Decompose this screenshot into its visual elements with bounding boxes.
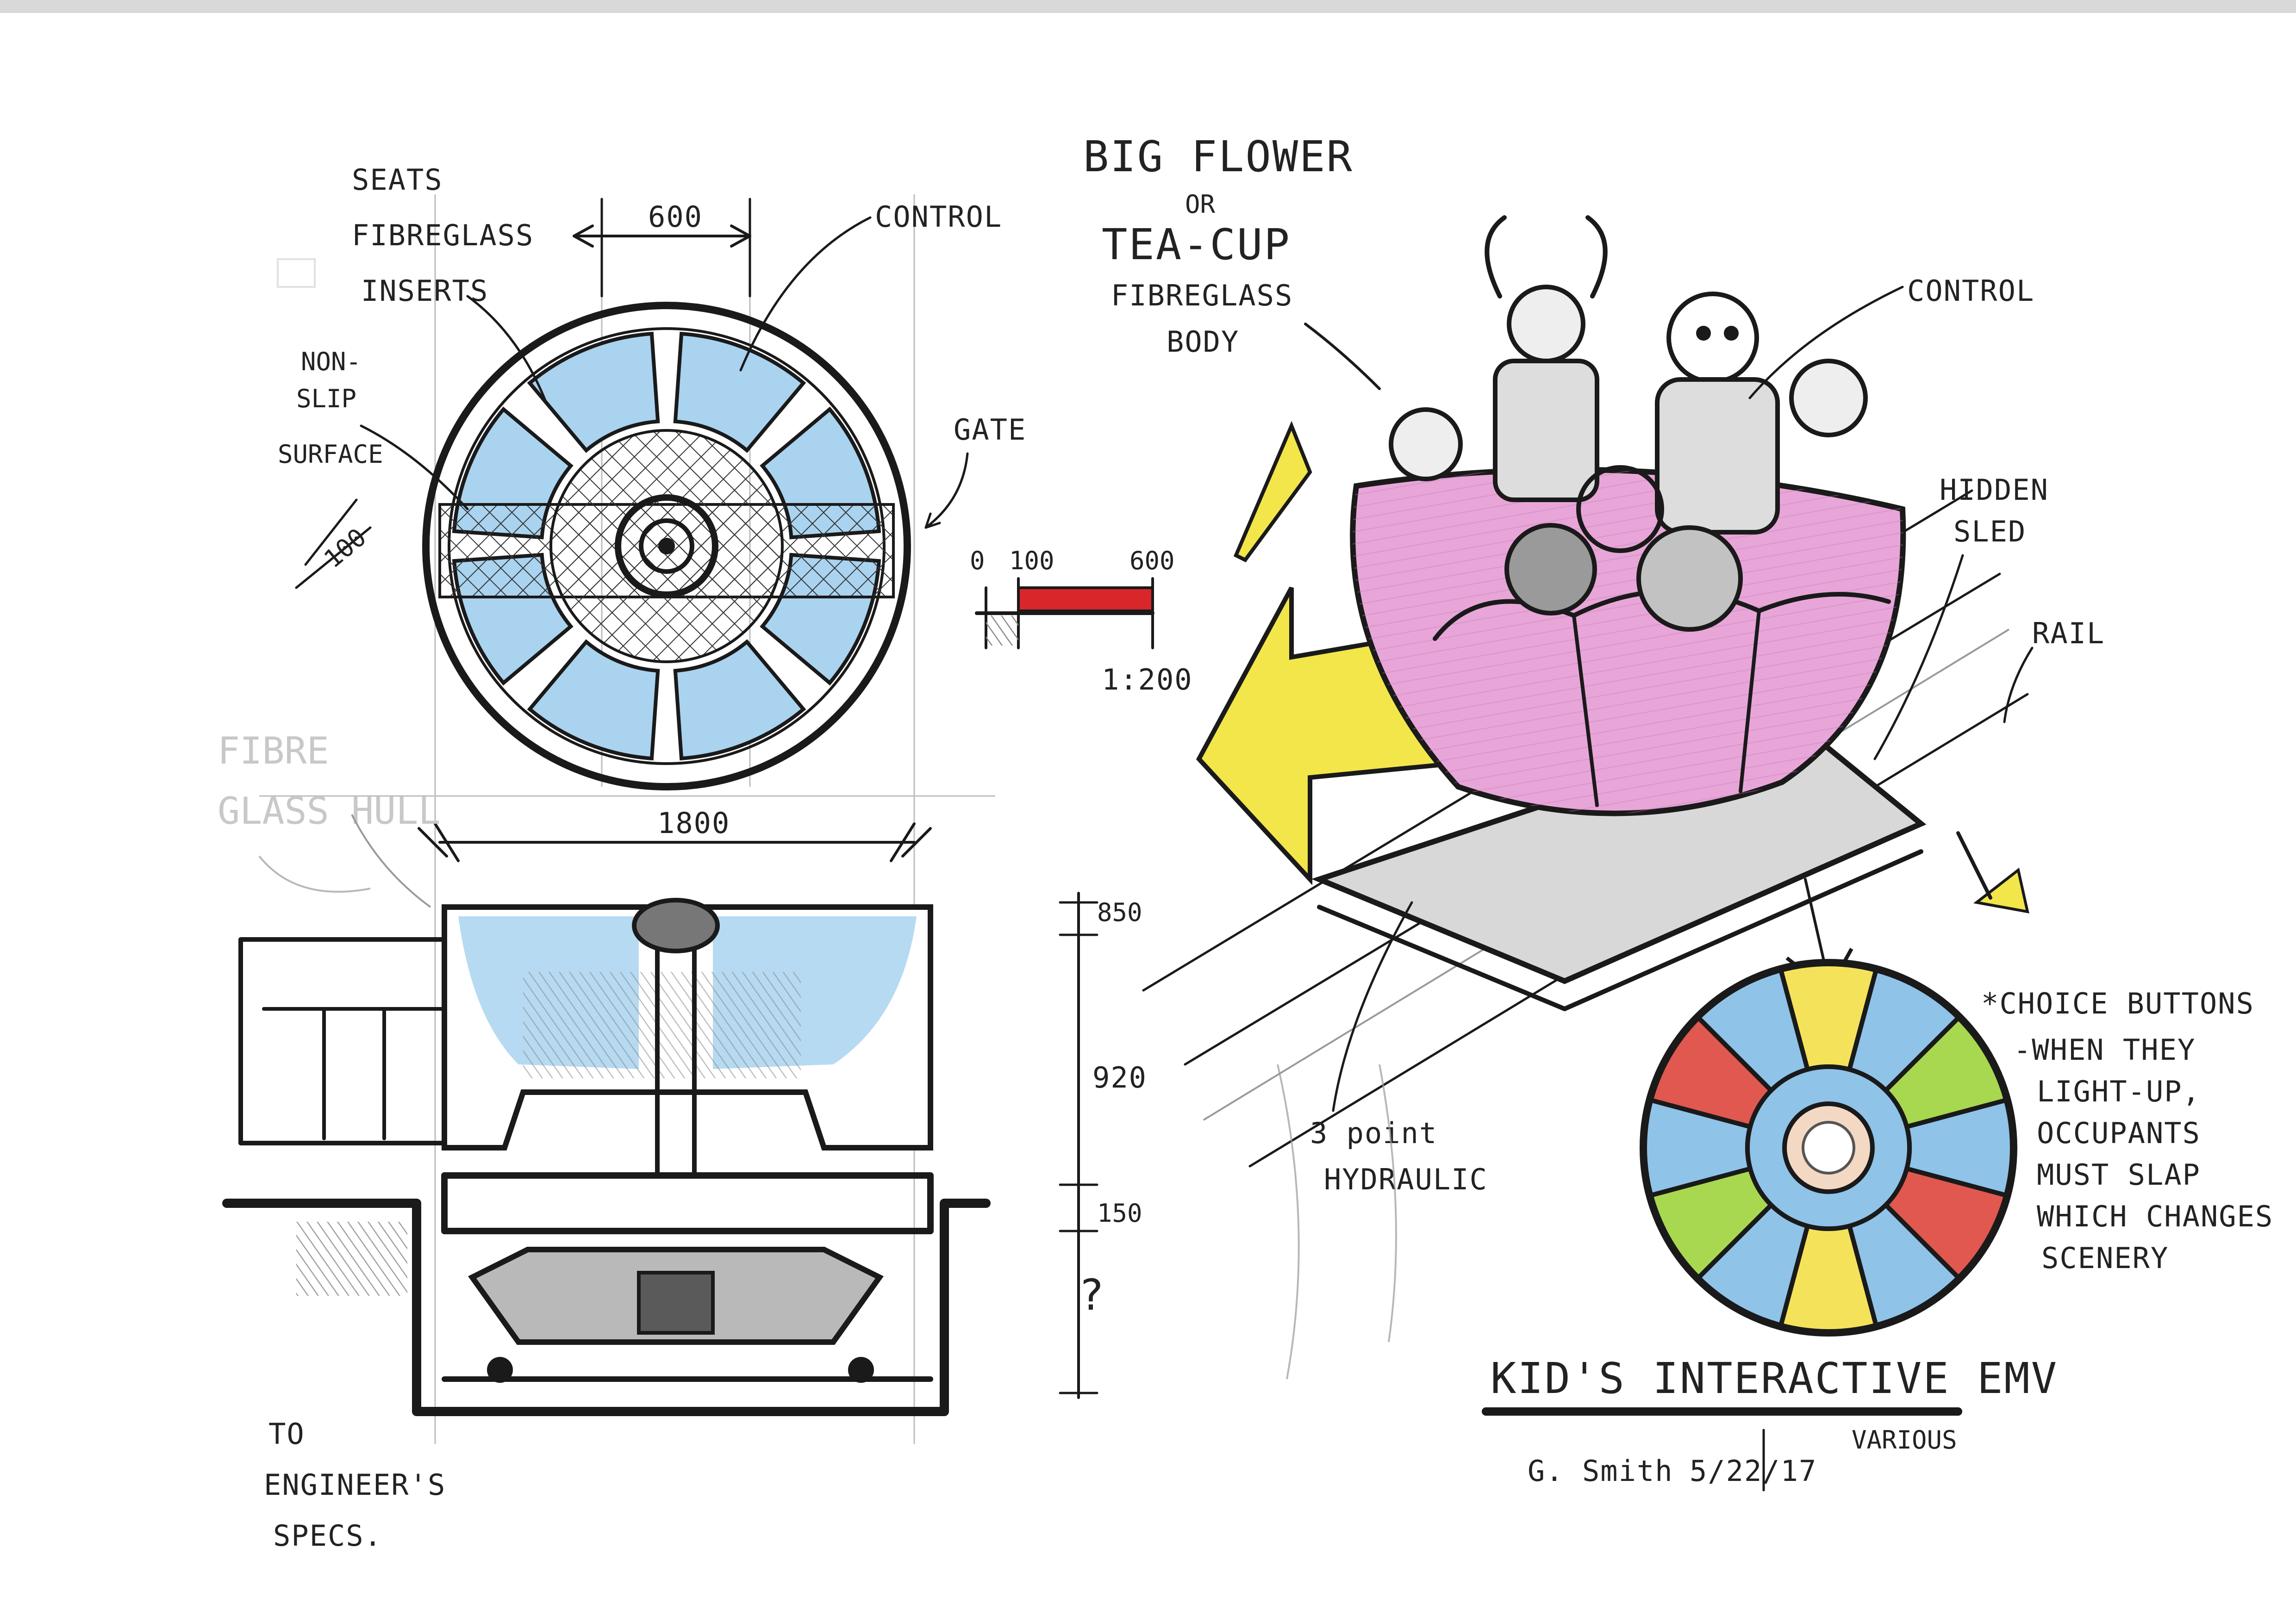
title-block: KID'S INTERACTIVE EMV G. Smith 5/22/17 V…: [1482, 1354, 2058, 1492]
perspective-title-4: FIBREGLASS: [1111, 279, 1293, 312]
choice-note-4: OCCUPANTS: [2037, 1116, 2201, 1150]
gate-label: GATE: [954, 413, 1026, 447]
hydraulic-label-2: HYDRAULIC: [1324, 1163, 1488, 1196]
hidden-sled-label-2: SLED: [1953, 515, 2026, 548]
plan-seat-6: [527, 639, 660, 761]
hidden-sled-label-1: HIDDEN: [1940, 473, 2049, 507]
direction-arrow-up: [1233, 421, 1312, 563]
hydraulic-label-1: 3 point: [1310, 1116, 1437, 1150]
plan-dim-width: 600: [648, 200, 703, 234]
rail-label: RAIL: [2032, 616, 2105, 650]
seats-label-1: SEATS: [352, 163, 443, 197]
plan-dim-side: 100: [318, 522, 372, 574]
non-slip-label-3: SURFACE: [278, 440, 383, 469]
perspective-title-5: BODY: [1167, 325, 1239, 359]
riders: [1389, 215, 1868, 632]
non-slip-label-1: NON-: [301, 347, 361, 376]
plan-control-label: CONTROL: [875, 200, 1002, 234]
perspective-title-1: BIG FLOWER: [1083, 132, 1354, 181]
plan-view: 600 1800 100 SEATS FIBREGLASS INSERTS NO…: [259, 163, 1026, 1444]
paper-edge: [0, 0, 2296, 13]
direction-arrow-down: [1973, 867, 2029, 914]
choice-note-5: MUST SLAP: [2037, 1158, 2201, 1192]
sheet-title: KID'S INTERACTIVE EMV: [1491, 1354, 2058, 1403]
choice-button-panel: *CHOICE BUTTONS -WHEN THEY LIGHT-UP, OCC…: [1640, 878, 2273, 1337]
choice-note-3: LIGHT-UP,: [2037, 1075, 2201, 1108]
sheet-date: 5/22/17: [1690, 1454, 1817, 1488]
dim-150: 150: [1097, 1199, 1142, 1228]
pencil-ghost-marks: [258, 258, 1397, 1380]
engineer-note-2: ENGINEER'S: [264, 1468, 446, 1502]
plan-outer-ring: [422, 302, 911, 790]
plan-seat-2: [673, 331, 806, 453]
hull-label-2: GLASS HULL: [218, 790, 441, 833]
perspective-title-2: OR: [1185, 190, 1216, 219]
plan-seat-1: [527, 331, 660, 453]
sheet-author: VARIOUS: [1852, 1425, 1957, 1455]
scale-tick-100: 100: [1009, 546, 1054, 575]
seats-label-2: FIBREGLASS: [352, 218, 534, 252]
scale-bar: 0 100 600 1:200: [970, 546, 1193, 696]
plan-seat-5: [673, 639, 806, 761]
scale-tick-600: 600: [1129, 546, 1175, 575]
scale-bar-red-segment: [1017, 586, 1154, 612]
perspective-control-label: CONTROL: [1907, 274, 2034, 308]
perspective-title-3: TEA-CUP: [1102, 220, 1291, 269]
choice-note-7: SCENERY: [2041, 1241, 2169, 1275]
open-gate: [238, 937, 447, 1145]
hull-label-1: FIBRE: [218, 729, 329, 772]
choice-note-1: *CHOICE BUTTONS: [1981, 987, 2254, 1020]
engineer-note-3: SPECS.: [273, 1519, 382, 1553]
engineer-note-1: TO: [268, 1417, 305, 1451]
control-hub: [615, 494, 718, 598]
choice-note-2: -WHEN THEY: [2014, 1033, 2196, 1067]
dim-920: 920: [1092, 1061, 1147, 1094]
control-knob: [632, 898, 720, 953]
section-view: 850 920 150 ? FIBRE GLASS HULL TO ENGINE…: [218, 729, 1147, 1553]
non-slip-label-2: SLIP: [296, 384, 356, 413]
choice-note-6: WHICH CHANGES: [2037, 1200, 2273, 1233]
plan-dim-diameter: 1800: [657, 806, 730, 840]
dim-850: 850: [1097, 898, 1142, 927]
scale-tick-0: 0: [970, 546, 985, 575]
choice-wheel-rim: [1640, 959, 2017, 1337]
signature: G. Smith: [1528, 1454, 1673, 1488]
scale-ratio: 1:200: [1102, 663, 1193, 696]
seats-label-3: INSERTS: [361, 274, 488, 308]
perspective-view: BIG FLOWER OR TEA-CUP FIBREGLASS BODY CO…: [1083, 132, 2105, 1196]
dim-unknown: ?: [1079, 1270, 1105, 1320]
